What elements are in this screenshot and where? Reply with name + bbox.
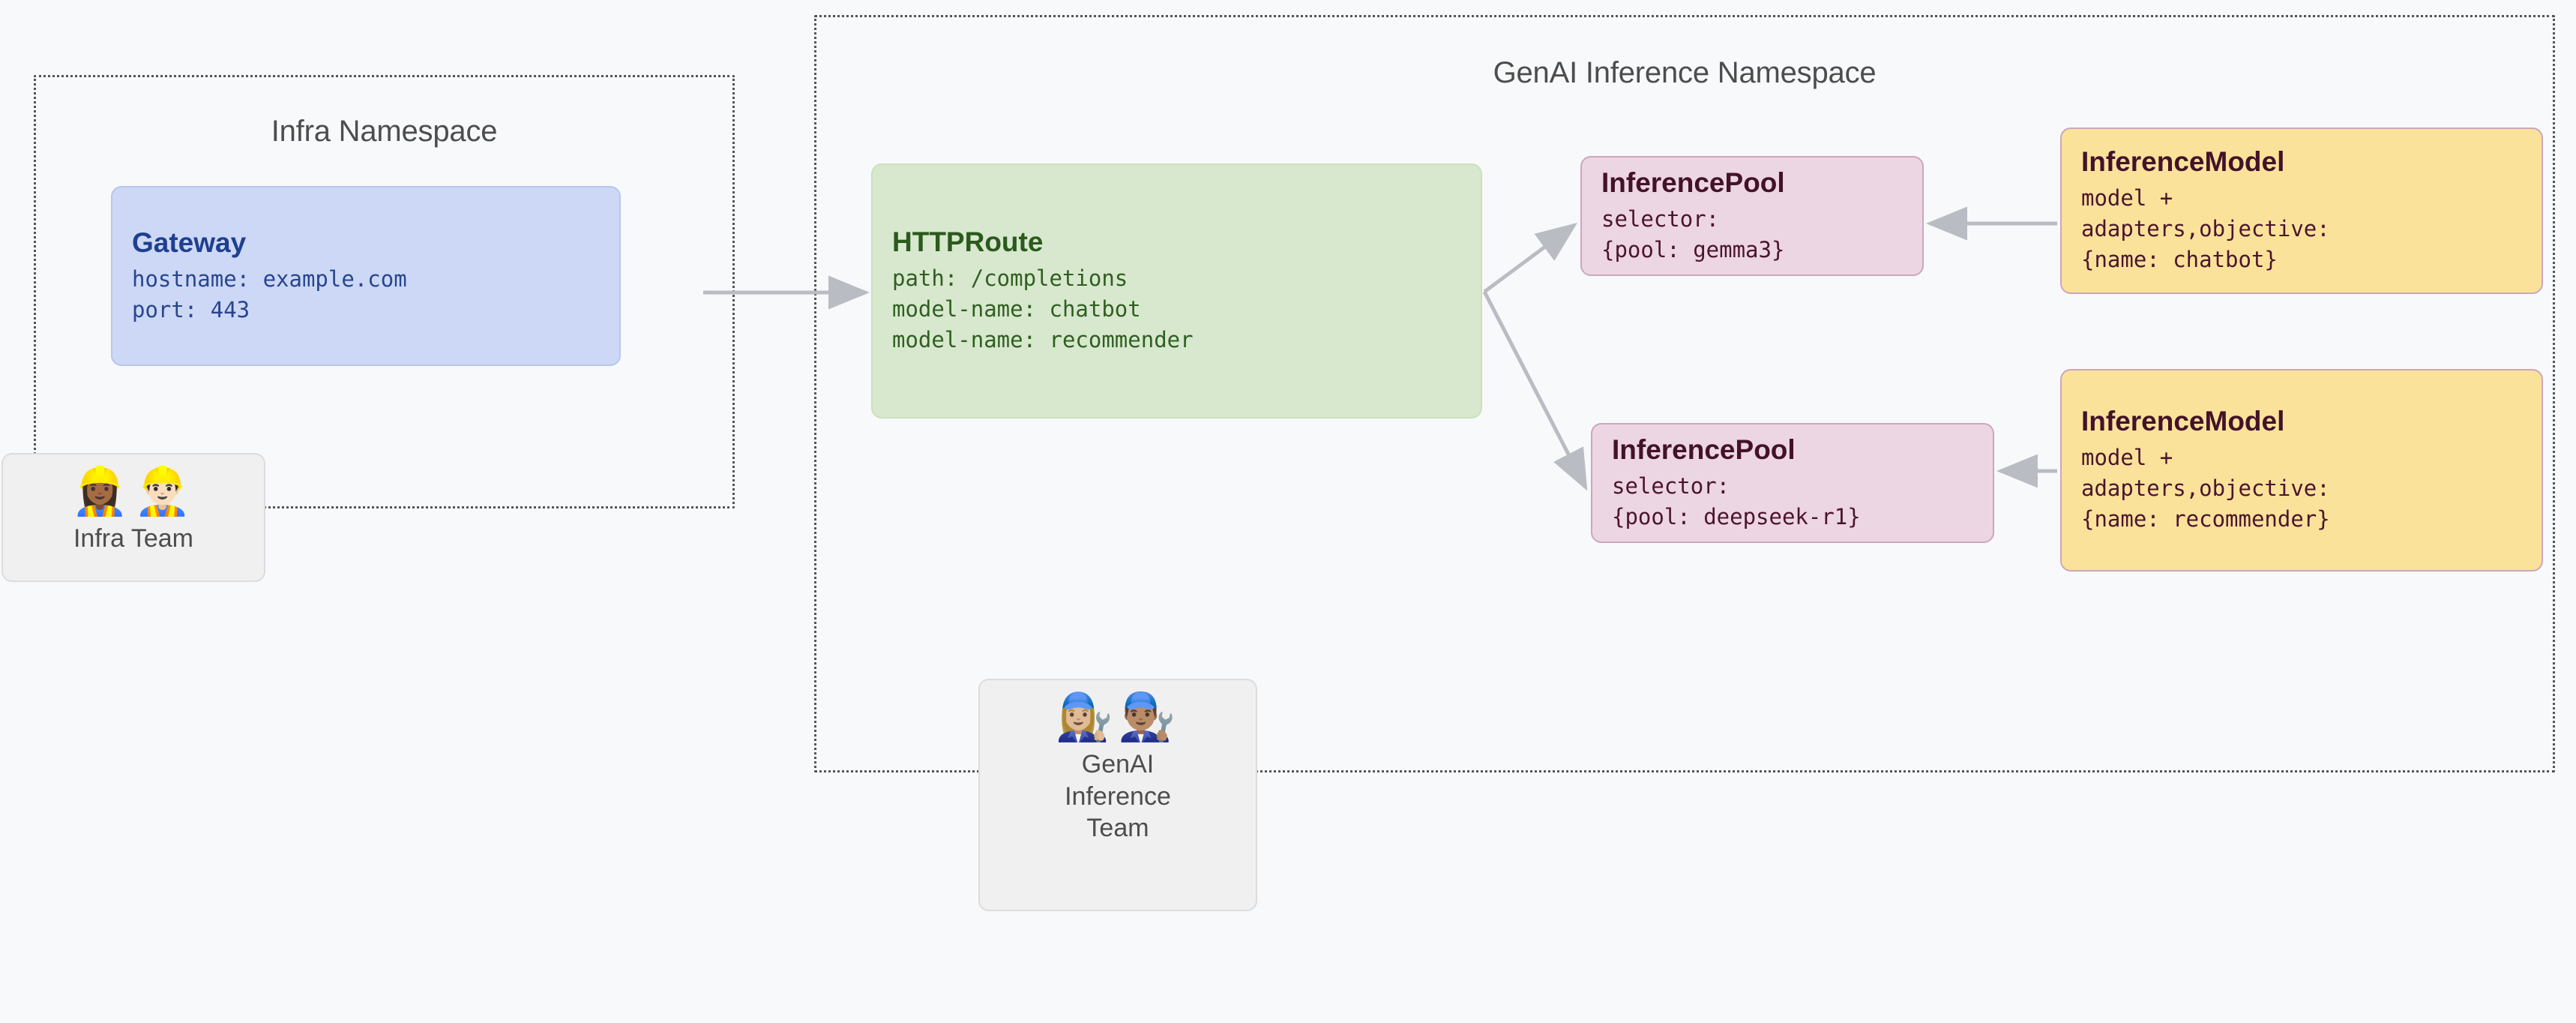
- inferencepool-deepseek-title: InferencePool: [1612, 434, 1796, 465]
- genai-inference-team-label-line1: GenAI: [1081, 750, 1155, 779]
- genai-inference-namespace-title: GenAI Inference Namespace: [1493, 56, 1877, 89]
- infra-team-card[interactable]: 👷🏾‍♀️👷🏻‍♂️ Infra Team: [1, 453, 265, 582]
- inferencepool-gemma3-selector-value: {pool: gemma3}: [1601, 236, 1785, 262]
- infra-namespace-title: Infra Namespace: [271, 115, 498, 148]
- httproute-title: HTTPRoute: [892, 226, 1044, 258]
- inferencemodel-chatbot-title: InferenceModel: [2081, 146, 2285, 178]
- inferencepool-gemma3-title: InferencePool: [1601, 167, 1785, 198]
- genai-inference-team-card[interactable]: 👩🏼‍🔧👨🏽‍🔧 GenAI Inference Team: [978, 679, 1257, 911]
- httproute-node[interactable]: HTTPRoute path: /completions model-name:…: [871, 164, 1482, 418]
- gateway-port: port: 443: [132, 296, 250, 322]
- inferencepool-deepseek-selector-label: selector:: [1612, 472, 1730, 499]
- gateway-node[interactable]: Gateway hostname: example.com port: 443: [111, 186, 621, 366]
- inferencepool-gemma3-selector-label: selector:: [1601, 206, 1720, 232]
- httproute-model-name-chatbot: model-name: chatbot: [892, 296, 1141, 322]
- genai-inference-namespace-container: GenAI Inference Namespace: [814, 15, 2555, 772]
- inferencemodel-recommender-title: InferenceModel: [2081, 406, 2285, 437]
- gateway-hostname: hostname: example.com: [132, 266, 407, 292]
- inferencepool-deepseek-node[interactable]: InferencePool selector: {pool: deepseek-…: [1591, 423, 1994, 543]
- inferencemodel-recommender-adapters: adapters,objective:: [2081, 476, 2330, 502]
- infra-team-label: Infra Team: [73, 524, 193, 554]
- httproute-model-name-recommender: model-name: recommender: [892, 327, 1194, 353]
- inferencemodel-chatbot-adapters: adapters,objective:: [2081, 216, 2330, 242]
- inferencemodel-recommender-name: {name: recommender}: [2081, 506, 2330, 532]
- inferencemodel-chatbot-node[interactable]: InferenceModel model + adapters,objectiv…: [2060, 128, 2543, 294]
- construction-worker-icon: 👷🏾‍♀️👷🏻‍♂️: [70, 464, 196, 518]
- inferencemodel-chatbot-name: {name: chatbot}: [2081, 247, 2278, 273]
- inferencemodel-chatbot-model: model +: [2081, 185, 2173, 212]
- genai-inference-team-label: GenAI Inference Team: [1065, 748, 1171, 844]
- inferencepool-deepseek-selector-value: {pool: deepseek-r1}: [1612, 503, 1861, 530]
- genai-inference-team-label-line2: Inference: [1065, 782, 1171, 811]
- gateway-title: Gateway: [132, 227, 247, 258]
- inferencepool-gemma3-node[interactable]: InferencePool selector: {pool: gemma3}: [1580, 156, 1924, 276]
- mechanic-icon: 👩🏼‍🔧👨🏽‍🔧: [1055, 689, 1181, 744]
- inferencemodel-recommender-model: model +: [2081, 445, 2173, 471]
- inferencemodel-recommender-node[interactable]: InferenceModel model + adapters,objectiv…: [2060, 369, 2543, 572]
- httproute-path: path: /completions: [892, 266, 1128, 292]
- genai-inference-team-label-line3: Team: [1086, 814, 1149, 843]
